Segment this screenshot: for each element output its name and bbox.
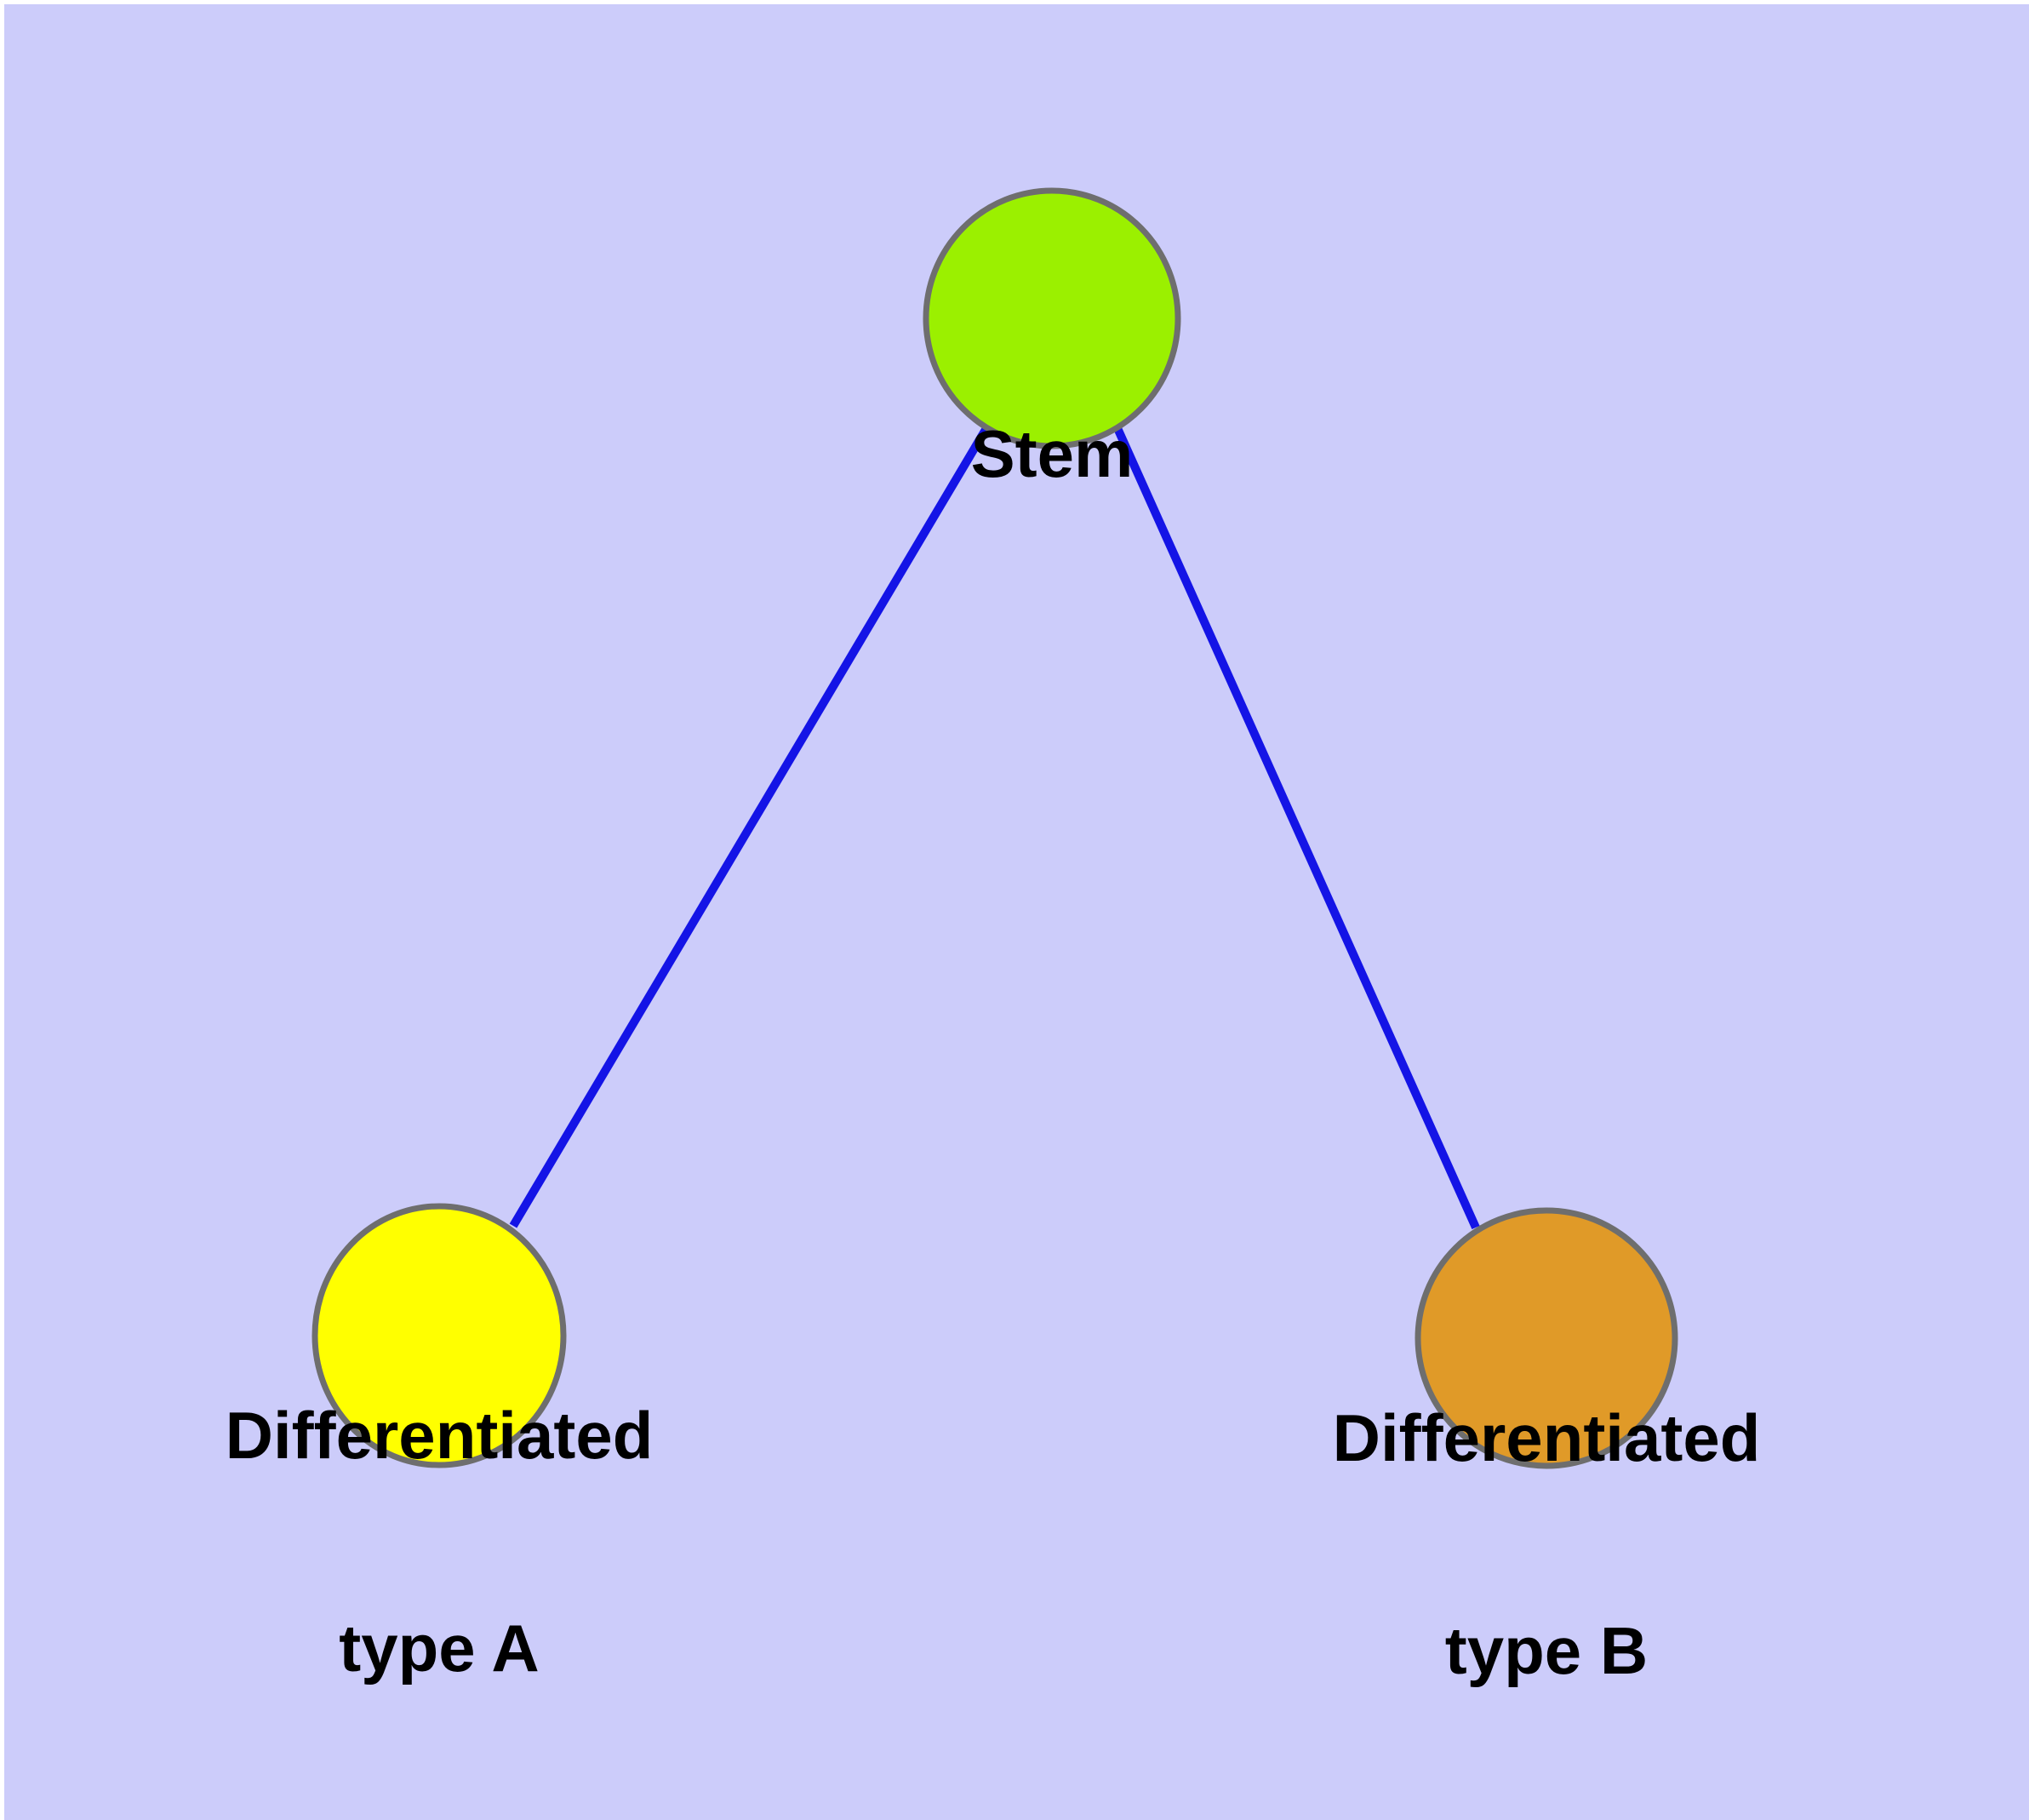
node-differentiated-type-a[interactable] (311, 1203, 567, 1468)
edge-stem-to-differentiated-type-a[interactable] (509, 426, 991, 1228)
edge-stem-to-differentiated-type-b[interactable] (1113, 426, 1480, 1230)
edge-layer (509, 426, 1480, 1230)
node-stem[interactable] (923, 187, 1181, 449)
node-differentiated-type-b[interactable] (1415, 1207, 1678, 1469)
node-layer (311, 187, 1678, 1469)
